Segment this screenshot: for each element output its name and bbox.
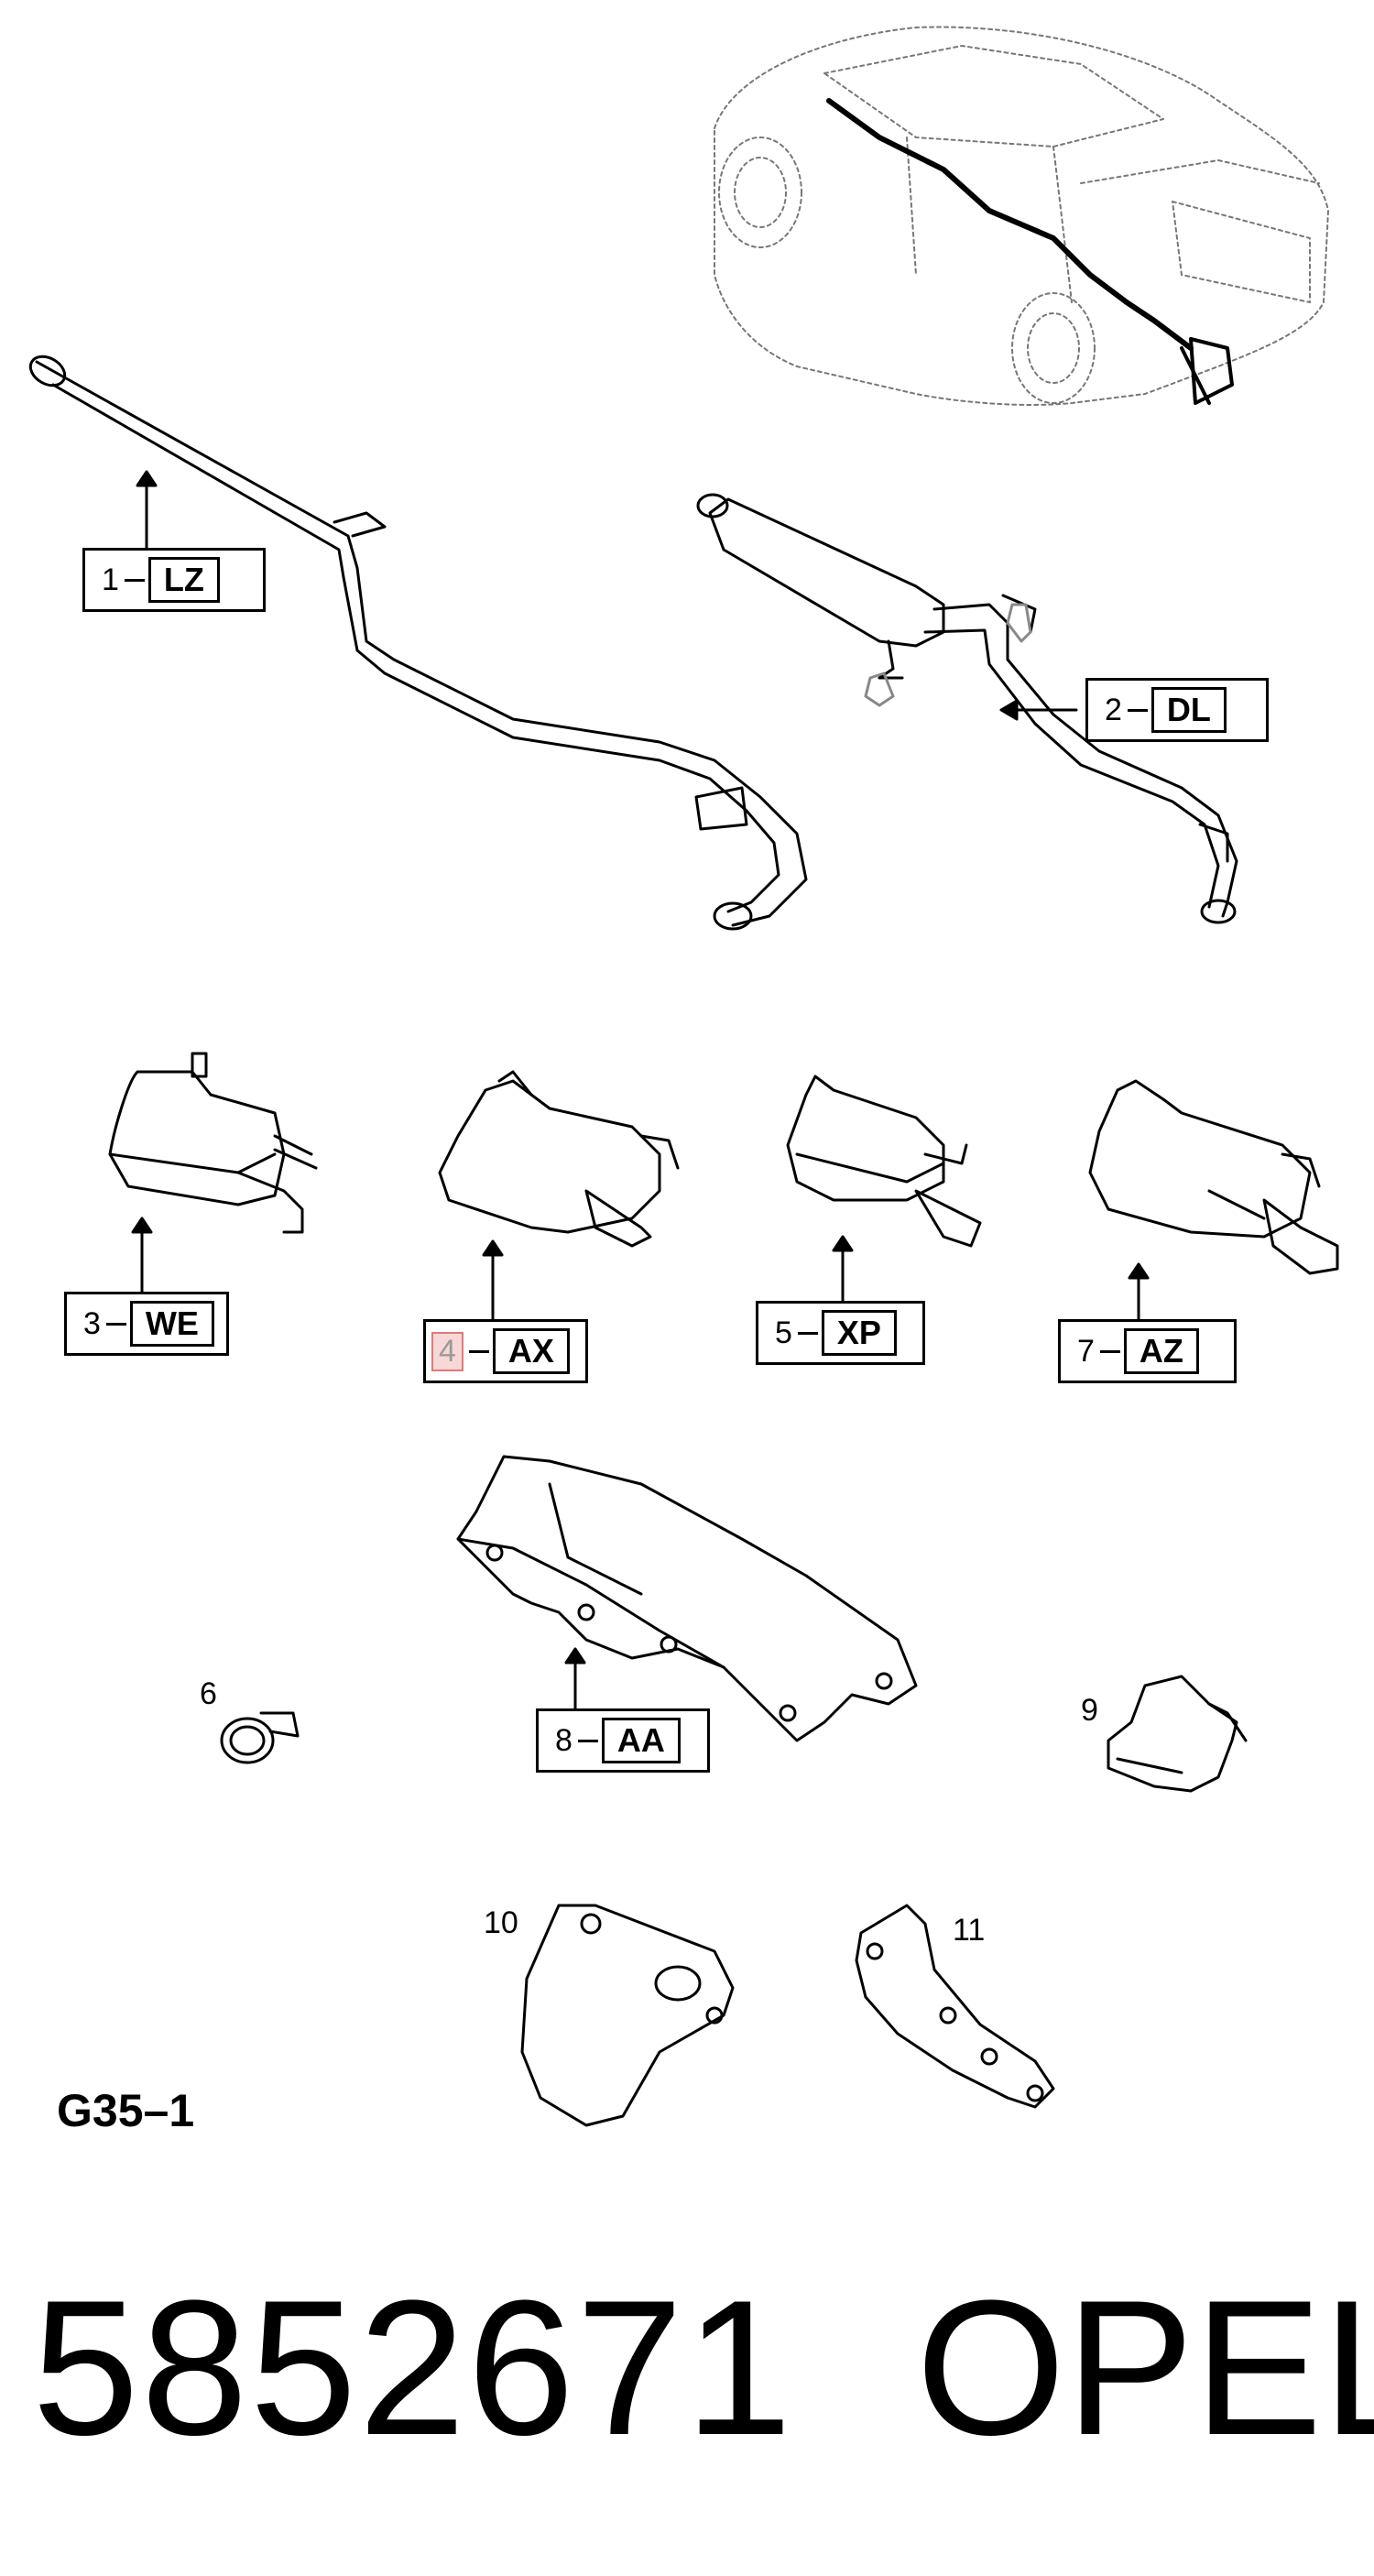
- leader-line: [1099, 1349, 1120, 1353]
- part-8-heat-shield: [456, 1455, 918, 1742]
- part-10-heat-shield: [520, 1904, 735, 2127]
- label-part-5: 5 XP: [756, 1301, 925, 1365]
- part-3-arrow: [131, 1217, 153, 1293]
- leader-line: [105, 1322, 126, 1326]
- label-number: 2: [1105, 692, 1122, 727]
- label-part-7: 7 AZ: [1058, 1319, 1237, 1383]
- part-3-muffler: [108, 1052, 318, 1234]
- label-number: 1: [102, 562, 119, 597]
- part-8-arrow: [564, 1647, 586, 1710]
- part-1-pipe: [28, 355, 808, 931]
- part-4-arrow: [482, 1239, 504, 1321]
- part-7-muffler: [1088, 1079, 1339, 1275]
- leader-line: [577, 1739, 598, 1742]
- car-rear-muffler: [1180, 337, 1234, 405]
- diagram-code: G35–1: [57, 2085, 195, 2136]
- label-code: DL: [1150, 687, 1227, 733]
- part-11-bracket: [855, 1904, 1055, 2109]
- label-part-2: 2 DL: [1085, 678, 1269, 742]
- part-5-arrow: [832, 1235, 854, 1303]
- callout-6: 6: [200, 1676, 217, 1711]
- car-illustration: [714, 26, 1329, 406]
- label-code: XP: [821, 1310, 897, 1356]
- label-number: 8: [555, 1722, 572, 1758]
- part-4-muffler: [438, 1070, 680, 1248]
- part-2-muffler: [696, 493, 1238, 924]
- label-number: 7: [1077, 1333, 1095, 1369]
- leader-line: [468, 1349, 489, 1353]
- part-5-muffler: [786, 1075, 982, 1248]
- leader-line: [797, 1331, 818, 1335]
- label-code: WE: [129, 1301, 214, 1347]
- part-6-clamp: [220, 1711, 300, 1764]
- brand-name: OPEL: [916, 2260, 1374, 2475]
- leader-line: [1127, 708, 1148, 712]
- part-9-heat-shield: [1107, 1675, 1248, 1793]
- callout-10: 10: [484, 1905, 518, 1940]
- label-code: AA: [601, 1718, 681, 1763]
- label-part-8: 8 AA: [536, 1708, 710, 1773]
- part-number: 5852671: [32, 2260, 794, 2475]
- label-code: AX: [492, 1328, 570, 1374]
- label-part-3: 3 WE: [64, 1292, 229, 1356]
- label-number: 3: [83, 1305, 101, 1341]
- leader-line: [124, 578, 145, 582]
- callout-9: 9: [1081, 1693, 1098, 1728]
- part-2-arrow: [999, 699, 1078, 721]
- callout-11: 11: [953, 1913, 986, 1948]
- label-code: LZ: [147, 557, 220, 603]
- label-number: 5: [775, 1315, 792, 1350]
- label-part-1: 1 LZ: [82, 548, 266, 612]
- label-number: 4: [431, 1331, 463, 1371]
- label-code: AZ: [1123, 1328, 1199, 1374]
- part-7-arrow: [1128, 1262, 1150, 1321]
- car-exhaust-route: [826, 98, 1194, 351]
- label-part-4: 4 AX: [423, 1319, 588, 1383]
- part-1-arrow: [136, 470, 158, 550]
